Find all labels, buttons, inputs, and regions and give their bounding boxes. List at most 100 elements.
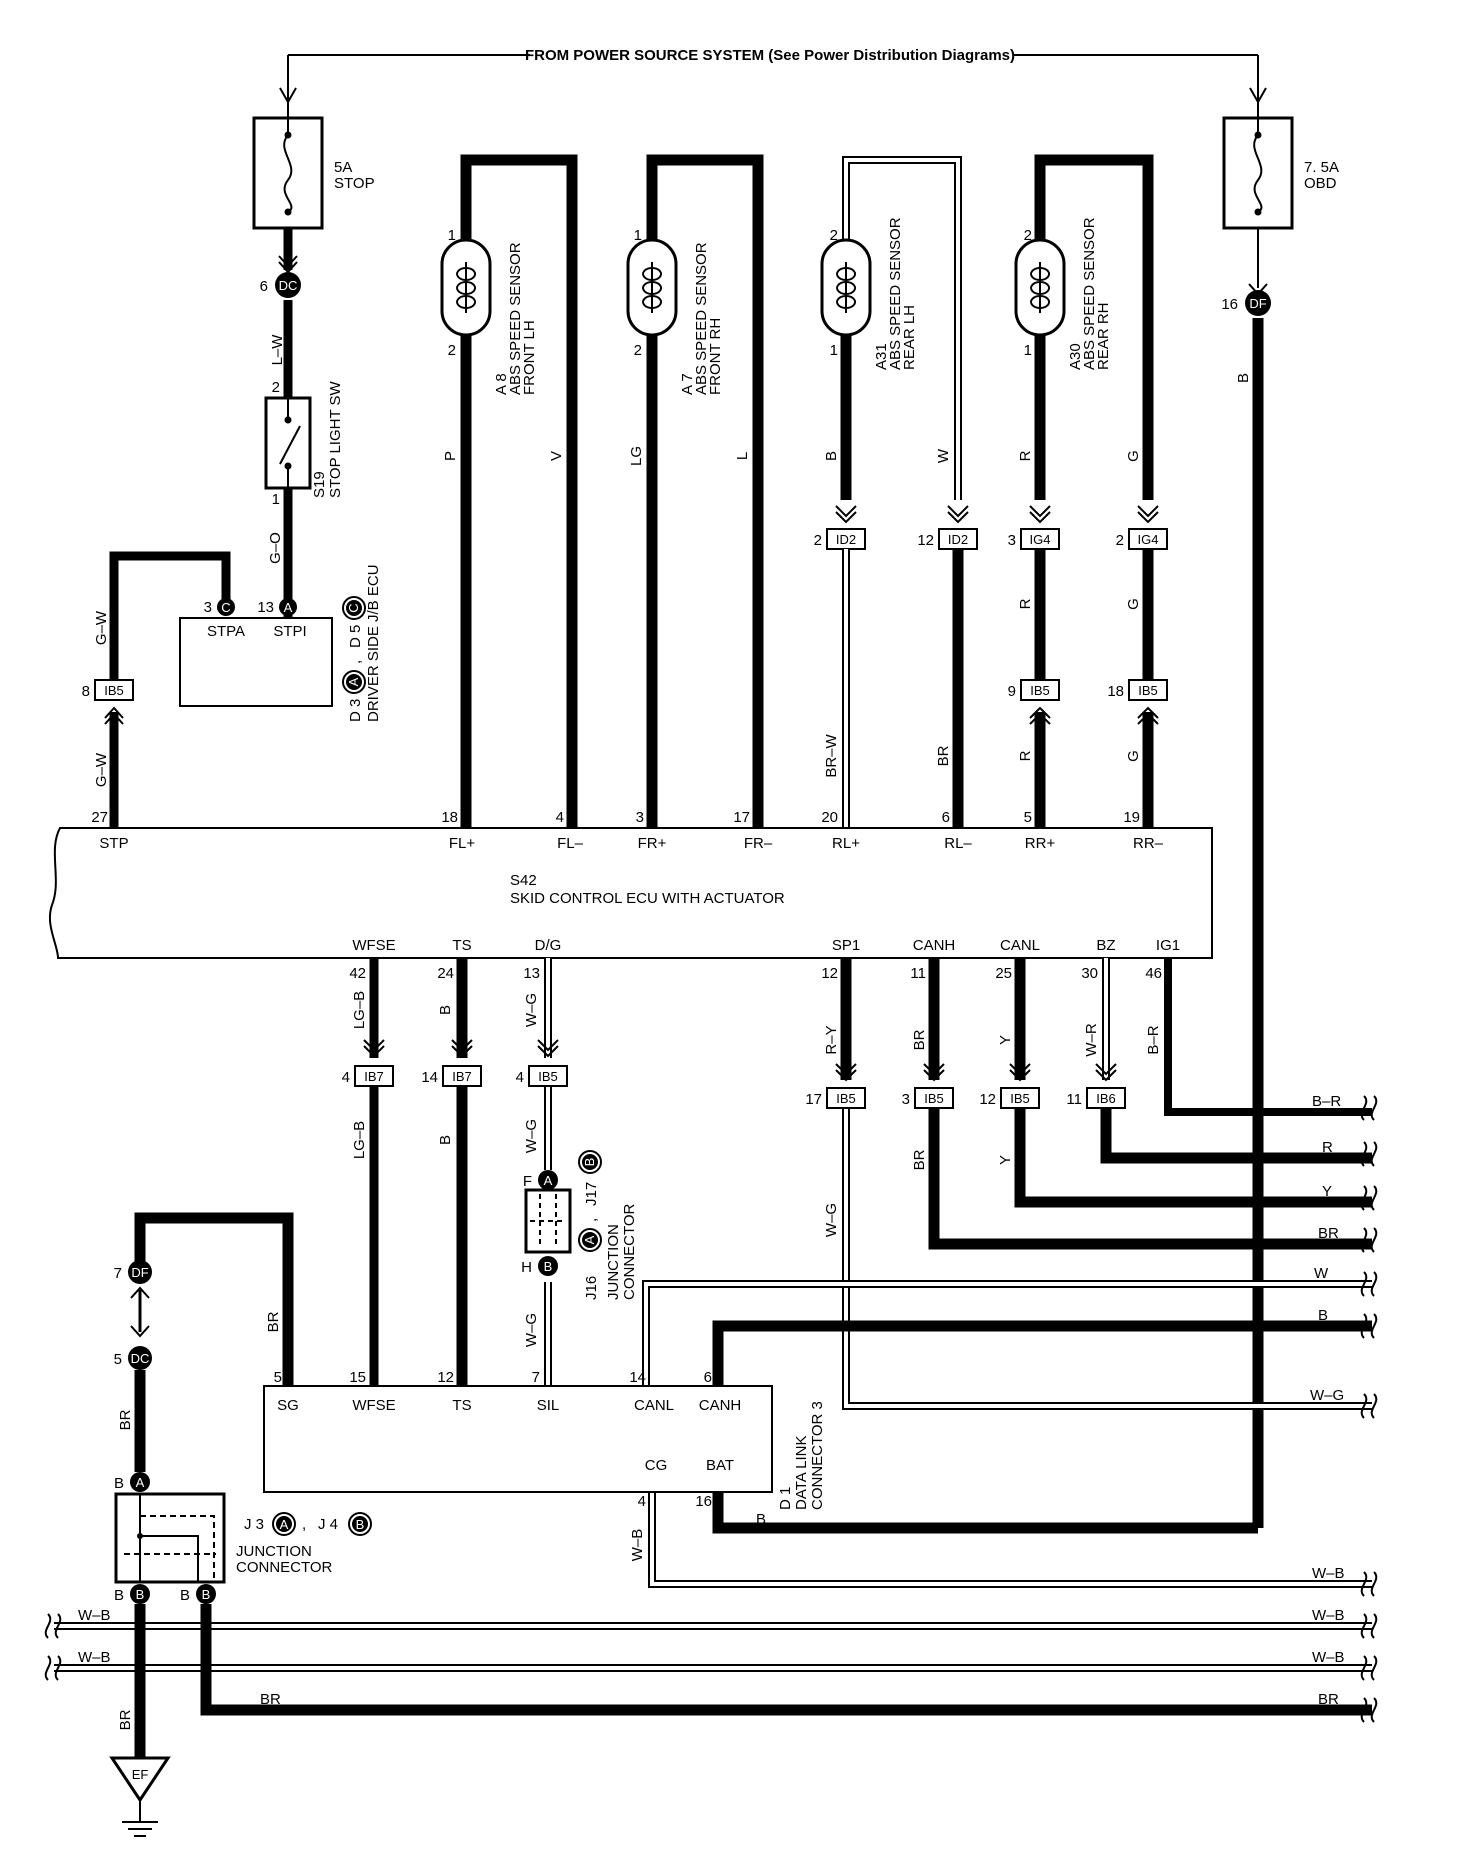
ecu-pin-canl: CANL [1000,937,1040,954]
dlc-pin-sil-num: 7 [532,1369,540,1386]
svg-text:JUNCTION: JUNCTION [236,1543,312,1560]
wire-wg-label-sp1: W–G [823,1203,840,1237]
wire-lg-label: LG [628,446,645,466]
sensor-a31-line2: REAR LH [901,305,918,370]
wire-l-label: L [734,452,751,460]
wire-gw-label-low: G–W [93,752,110,787]
sg-br-wire [134,1212,294,1386]
wire-wr-label: W–R [1083,1023,1100,1057]
id2-label-b: ID2 [948,532,968,547]
junction-mid-label: J16 A , J17 B JUNCTION CONNECTOR [578,1150,638,1300]
ib5-rr-b [1128,679,1168,701]
canl-wire-b [1014,1108,1372,1208]
ecu-pin-ts: TS [452,937,471,954]
sensor-a8-code: A 8 [493,373,510,395]
wire-wg-label-dg-a: W–G [523,993,540,1027]
svg-text:J16: J16 [583,1276,600,1300]
stop-light-switch [264,396,312,490]
dc-top-pin: 6 [260,278,268,295]
sensor-a7-body [626,238,678,337]
wire-wb-label-cg: W–B [629,1529,646,1562]
dlc-pin-sil: SIL [537,1397,560,1414]
jb-pin-a-letter: A [284,600,293,615]
ecu-pin-canh-num: 11 [910,965,926,982]
wire-r-label-rr: R [1017,450,1034,461]
dlc-pin-canh-num: 6 [704,1369,712,1386]
svg-text:B: B [356,1517,365,1532]
ecu-pin-bz: BZ [1096,937,1115,954]
sensor-a8-wires [460,154,578,828]
dlc-pin-sg-num: 5 [274,1369,282,1386]
ecu-pin-flp: FL+ [449,835,476,852]
wire-b-label-ts-b: B [437,1135,454,1145]
obd-fuse [1222,102,1294,230]
ecu-pin-rlp: RL+ [832,835,860,852]
wire-lw-label: L–W [269,334,286,366]
ground-ef [109,1756,171,1837]
jb-pin-3: 3 [204,599,212,616]
sensor-a8-line1: ABS SPEED SENSOR [507,242,524,395]
junction-j16-j17 [524,1188,572,1254]
wire-b-label-ts-a: B [437,1005,454,1015]
dc-low-pin: 5 [114,1351,122,1368]
dlc-canl-wire [642,1280,1372,1386]
wire-b-label-obd: B [1235,373,1252,383]
wire-b-label-right: B [1318,1307,1328,1324]
sensor-a8-line2: FRONT LH [521,320,538,395]
df-connector-top [1245,290,1271,316]
junction-j3-j4 [114,1492,226,1584]
stop-fuse [252,102,324,230]
ecu-code: S42 [510,872,537,889]
dlc-pin-cg-num: 4 [638,1493,646,1510]
wire-y-label-canl-b: Y [997,1155,1014,1165]
svg-text:J17: J17 [583,1182,600,1206]
sensor-a31-body [820,238,872,337]
sensor-a7-pin-bot: 2 [634,342,642,359]
ib5-dg-pin: 4 [516,1069,524,1086]
wire-wg-label-dg-b: W–G [523,1119,540,1153]
wire-wg-label-dg-c: W–G [523,1313,540,1347]
sensor-a30-line2: REAR RH [1095,302,1112,370]
ib6-bz-connector [1086,1087,1126,1109]
svg-text:B: B [582,1158,597,1167]
ecu-pin-frm: FR– [744,835,773,852]
obd-fuse-rating: 7. 5A [1304,159,1339,176]
df-top-pin: 16 [1221,296,1238,313]
sensor-a8-pin-top: 1 [448,227,456,244]
dlc-pin-canl: CANL [634,1397,674,1414]
svg-text:CONNECTOR: CONNECTOR [236,1559,333,1576]
jb-pin-a-dot [279,598,297,616]
svg-text:,: , [583,1218,600,1222]
wire-b-label-bat: B [756,1511,766,1528]
wire-lgb-label-a: LG–B [351,991,368,1029]
ib5-sp-pin: 17 [805,1091,822,1108]
svg-text:CONNECTOR: CONNECTOR [621,1203,638,1300]
wire-g-label-rr: G [1125,450,1142,462]
ecu-pin-canh: CANH [913,937,956,954]
df-connector-top-label: DF [1249,296,1266,311]
skid-control-ecu [48,827,1213,959]
ecu-pin-canl-num: 25 [995,965,1012,982]
stop-fuse-name: STOP [334,175,375,192]
junction-low-b2-pin: B [180,1587,190,1604]
break-marks-right [1360,1095,1378,1723]
svg-text:J 3: J 3 [244,1516,264,1533]
ib5-ib6-bottom-arrows [835,1063,1117,1082]
dlc-pin-wfse-num: 15 [349,1369,366,1386]
wire-br-label-sg: BR [265,1311,282,1332]
wire-br-label-canh-b: BR [911,1149,928,1170]
jb-pin-c-dot [217,598,235,616]
sensor-a30-code: A30 [1067,343,1084,370]
id2-label-a: ID2 [836,532,856,547]
dlc-pin-canl-num: 14 [629,1369,646,1386]
svg-text:D 3: D 3 [347,699,364,722]
sensor-a8-body [440,238,492,337]
ib7-connector-a [354,1065,394,1087]
wire-wb-label-right-3: W–B [1312,1649,1345,1666]
ib5-rr-arrows [1029,706,1159,725]
ecu-pin-flm: FL– [557,835,584,852]
wire-wb-label-left-1: W–B [78,1607,111,1624]
junction-low-a-pin: B [114,1475,124,1492]
stop-fuse-rating: 5A [334,159,352,176]
